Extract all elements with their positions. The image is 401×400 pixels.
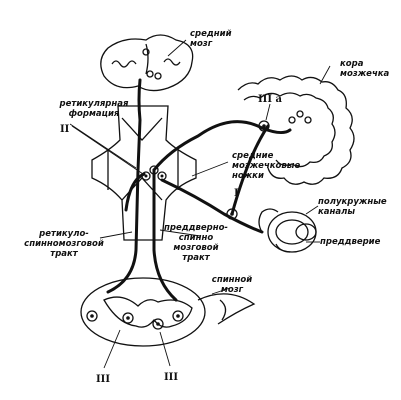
- label-vestibulospinal-tract-line: мозговой: [173, 243, 218, 253]
- label-spinal-cord-line: спинной: [212, 275, 252, 285]
- midbrain: [100, 34, 194, 92]
- label-spinal-cord-line: мозг: [221, 285, 244, 295]
- label-midbrain-line: мозг: [190, 39, 213, 49]
- label-reticular-formation-line: формация: [69, 109, 120, 119]
- label-reticulospinal-tract-line: ретикуло-: [38, 229, 89, 239]
- neural-pathways: [106, 78, 292, 302]
- label-middle-peduncles-line: ножки: [232, 171, 264, 181]
- label-cerebellar-cortex-line: кора: [340, 59, 364, 69]
- neuron-body-IIIa: [258, 120, 270, 132]
- numeral-III-right: III: [164, 372, 178, 383]
- label-reticulospinal-tract-line: тракт: [50, 249, 79, 259]
- label-semicircular-canals-line: полукружные: [318, 197, 387, 207]
- label-semicircular-canals-line: каналы: [318, 207, 355, 217]
- label-vestibule: преддверие: [320, 237, 381, 247]
- cerebellar-cortex: [237, 65, 355, 185]
- spinal-cord: [80, 277, 256, 347]
- cerebellar-neurons: [288, 110, 312, 124]
- label-vestibulospinal-tract-line: спинно: [179, 233, 214, 243]
- label-vestibule-line: преддверие: [320, 237, 381, 247]
- label-middle-peduncles-line: средние: [232, 151, 274, 161]
- numeral-III-left: III: [96, 374, 110, 385]
- inner-ear: [258, 205, 320, 253]
- label-middle-peduncles-line: мозжечковые: [232, 161, 300, 171]
- numeral-IIIa: III a: [258, 94, 283, 105]
- neuron-body-I: [226, 208, 238, 220]
- numeral-I: I: [234, 188, 239, 199]
- label-vestibulospinal-tract-line: преддверно-: [164, 223, 228, 233]
- neuron-bodies: [86, 110, 312, 330]
- label-reticulospinal-tract-line: спинномозговой: [24, 239, 104, 249]
- neuron-body-III-right: [152, 310, 184, 330]
- numeral-II: II: [60, 124, 70, 135]
- neuron-body-III-left: [86, 310, 134, 324]
- leader-lines: [69, 39, 271, 369]
- label-vestibulospinal-tract-line: тракт: [182, 253, 211, 263]
- label-cerebellar-cortex-line: мозжечка: [340, 69, 390, 79]
- label-midbrain-line: средний: [190, 29, 232, 39]
- label-reticular-formation-line: ретикулярная: [59, 99, 129, 109]
